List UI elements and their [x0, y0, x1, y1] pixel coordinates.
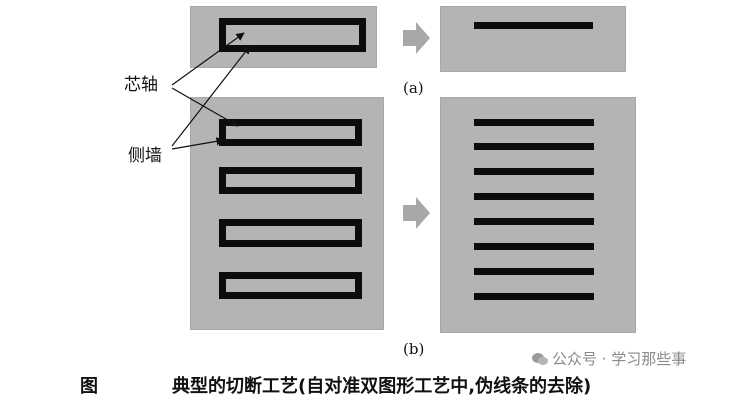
remaining-line	[474, 193, 594, 200]
watermark-text: 公众号 · 学习那些事	[552, 350, 687, 368]
sidewall-loop	[219, 272, 362, 299]
panel-b-before	[190, 97, 384, 330]
remaining-line	[474, 168, 594, 175]
remaining-line	[474, 22, 593, 29]
sidewall-loop	[219, 119, 362, 146]
sidewall-loop	[219, 219, 362, 247]
panel-a-after	[440, 6, 626, 72]
remaining-line	[474, 293, 594, 300]
sidewall-loop	[219, 167, 362, 194]
wechat-icon	[532, 353, 548, 365]
subfigure-label-a: (a)	[403, 79, 424, 97]
figure-caption: 典型的切断工艺(自对准双图形工艺中,伪线条的去除)	[172, 376, 592, 397]
panel-a-before	[190, 6, 377, 68]
remaining-line	[474, 218, 594, 225]
remaining-line	[474, 143, 594, 150]
arrow-b-shape	[403, 197, 430, 229]
sidewall-loop	[219, 18, 366, 52]
remaining-line	[474, 268, 594, 275]
sidewall-label: 侧墙	[128, 146, 162, 166]
panel-b-after	[440, 97, 636, 333]
figure-label: 图	[80, 376, 98, 397]
subfigure-label-b: (b)	[403, 340, 425, 358]
mandrel-label: 芯轴	[124, 75, 158, 95]
arrow-a-shape	[403, 22, 430, 54]
remaining-line	[474, 119, 594, 126]
watermark: 公众号 · 学习那些事	[532, 348, 686, 369]
remaining-line	[474, 243, 594, 250]
